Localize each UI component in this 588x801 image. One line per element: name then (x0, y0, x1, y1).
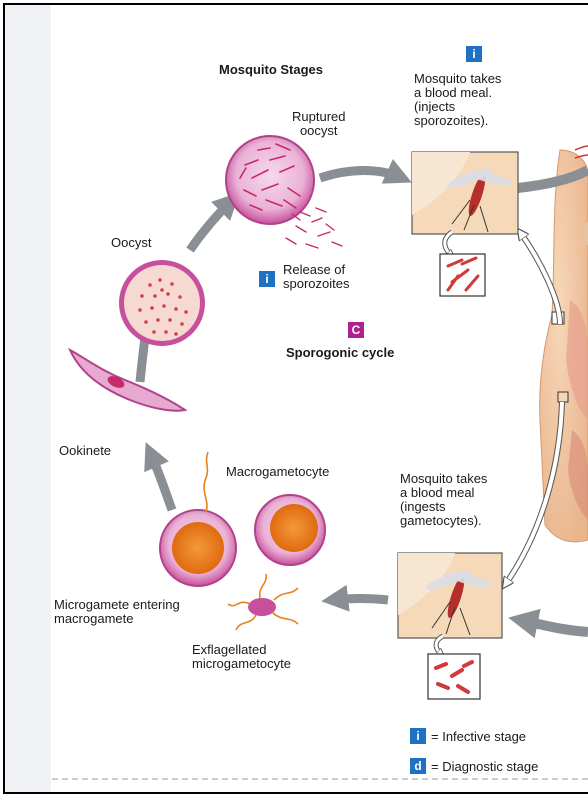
label-blood-meal-ingest: Mosquito takes a blood meal (ingests gam… (400, 472, 487, 528)
infective-badge-release: i (259, 271, 275, 287)
label-exflagellated: Exflagellated microgametocyte (192, 643, 291, 671)
sporogonic-badge: C (348, 322, 364, 338)
label-microgamete: Microgamete entering macrogamete (54, 598, 180, 626)
arrow-human-to-mosquito (520, 620, 588, 632)
macrogametocyte-cell (255, 495, 325, 565)
label-oocyst: Oocyst (111, 236, 151, 250)
label-macrogametocyte: Macrogametocyte (226, 465, 329, 479)
sporozoites-inset (440, 254, 485, 296)
section-title: Mosquito Stages (219, 63, 323, 77)
arrow-zygote-to-ookinete (150, 452, 172, 510)
legend-diagnostic-text: = Diagnostic stage (431, 760, 538, 774)
gametocytes-inset (428, 654, 480, 699)
ruptured-oocyst-cell (226, 136, 342, 248)
label-ruptured-oocyst: Ruptured oocyst (292, 110, 345, 138)
legend-diagnostic-badge: d (410, 758, 426, 774)
label-release: Release of sporozoites (283, 263, 349, 291)
arrow-oocyst-to-mosquito (320, 171, 402, 179)
label-blood-meal-inject: Mosquito takes a blood meal. (injects sp… (414, 72, 501, 128)
infective-badge-top: i (466, 46, 482, 62)
ookinete-cell (70, 350, 185, 411)
exflagellated-microgametocyte-cell (228, 574, 298, 630)
microgamete-entering-macrogamete-cell (160, 452, 236, 586)
arrow-oocyst-to-ruptured (190, 200, 232, 250)
label-ookinete: Ookinete (59, 444, 111, 458)
sporogonic-cycle-label: Sporogonic cycle (286, 346, 394, 360)
mosquito-blood-meal-inject-panel (412, 152, 518, 234)
legend-infective-text: = Infective stage (431, 730, 526, 744)
legend-infective-badge: i (410, 728, 426, 744)
oocyst-cell (119, 260, 205, 346)
arrow-mosquito-to-gametes (332, 599, 388, 601)
blood-marker (558, 392, 568, 402)
mosquito-blood-meal-ingest-panel (398, 553, 502, 638)
human-torso-figure (540, 146, 588, 542)
